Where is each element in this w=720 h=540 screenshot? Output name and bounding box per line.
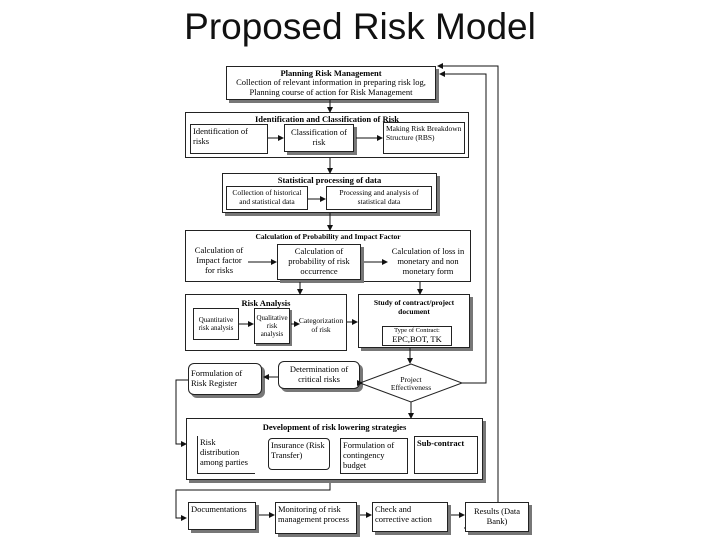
contract-heading: Study of contract/project document <box>373 298 455 316</box>
quantitative-analysis: Quantitative risk analysis <box>193 308 239 340</box>
loss-calculation: Calculation of loss in monetary and non … <box>388 244 468 280</box>
strategies-heading: Development of risk lowering strategies <box>262 422 407 432</box>
sub-contract: Sub-contract <box>414 436 478 474</box>
categorization-of-risk: Categorization of risk <box>299 308 343 344</box>
identification-of-risks: Identification of risks <box>190 124 268 154</box>
calculation-heading: Calculation of Probability and Impact Fa… <box>255 232 401 241</box>
planning-heading: Planning Risk Management <box>280 68 382 78</box>
contract-type-value: EPC,BOT, TK <box>392 333 442 344</box>
risk-register: Formulation of Risk Register <box>188 363 262 395</box>
effectiveness-label: Project Effectiveness <box>390 375 432 393</box>
statistical-heading: Statistical processing of data <box>277 175 382 185</box>
collection-of-data: Collection of historical and statistical… <box>226 186 308 210</box>
probability-calculation: Calculation of probability of risk occur… <box>277 244 361 280</box>
results-data-bank: Results (Data Bank) <box>465 502 529 532</box>
critical-risks: Determination of critical risks <box>278 361 360 389</box>
insurance: Insurance (Risk Transfer) <box>268 438 330 470</box>
impact-factor: Calculation of Impact factor for risks <box>190 244 248 278</box>
planning-risk-management: Planning Risk Management Collection of r… <box>226 66 436 100</box>
identification-heading: Identification and Classification of Ris… <box>254 114 400 124</box>
classification-of-risk: Classification of risk <box>284 124 354 152</box>
risk-breakdown-structure: Making Risk Breakdown Structure (RBS) <box>383 122 465 154</box>
documentations: Documentations <box>188 502 256 530</box>
risk-distribution: Risk distribution among parties <box>197 436 255 474</box>
slide-title: Proposed Risk Model <box>184 6 536 47</box>
check-corrective-action: Check and corrective action <box>372 502 448 532</box>
qualitative-analysis: Qualitative risk analysis <box>254 308 290 344</box>
monitoring-process: Monitoring of risk management process <box>275 502 357 534</box>
planning-line2: Planning course of action for Risk Manag… <box>249 87 413 97</box>
contingency-budget: Formulation of contingency budget <box>340 438 408 474</box>
processing-of-data: Processing and analysis of statistical d… <box>326 186 432 210</box>
contract-type-label: Type of Contract: <box>394 327 440 335</box>
contract-type-box: Type of Contract: EPC,BOT, TK <box>382 326 452 346</box>
risk-analysis-heading: Risk Analysis <box>241 298 291 308</box>
planning-line1: Collection of relevant information in pr… <box>236 77 426 87</box>
